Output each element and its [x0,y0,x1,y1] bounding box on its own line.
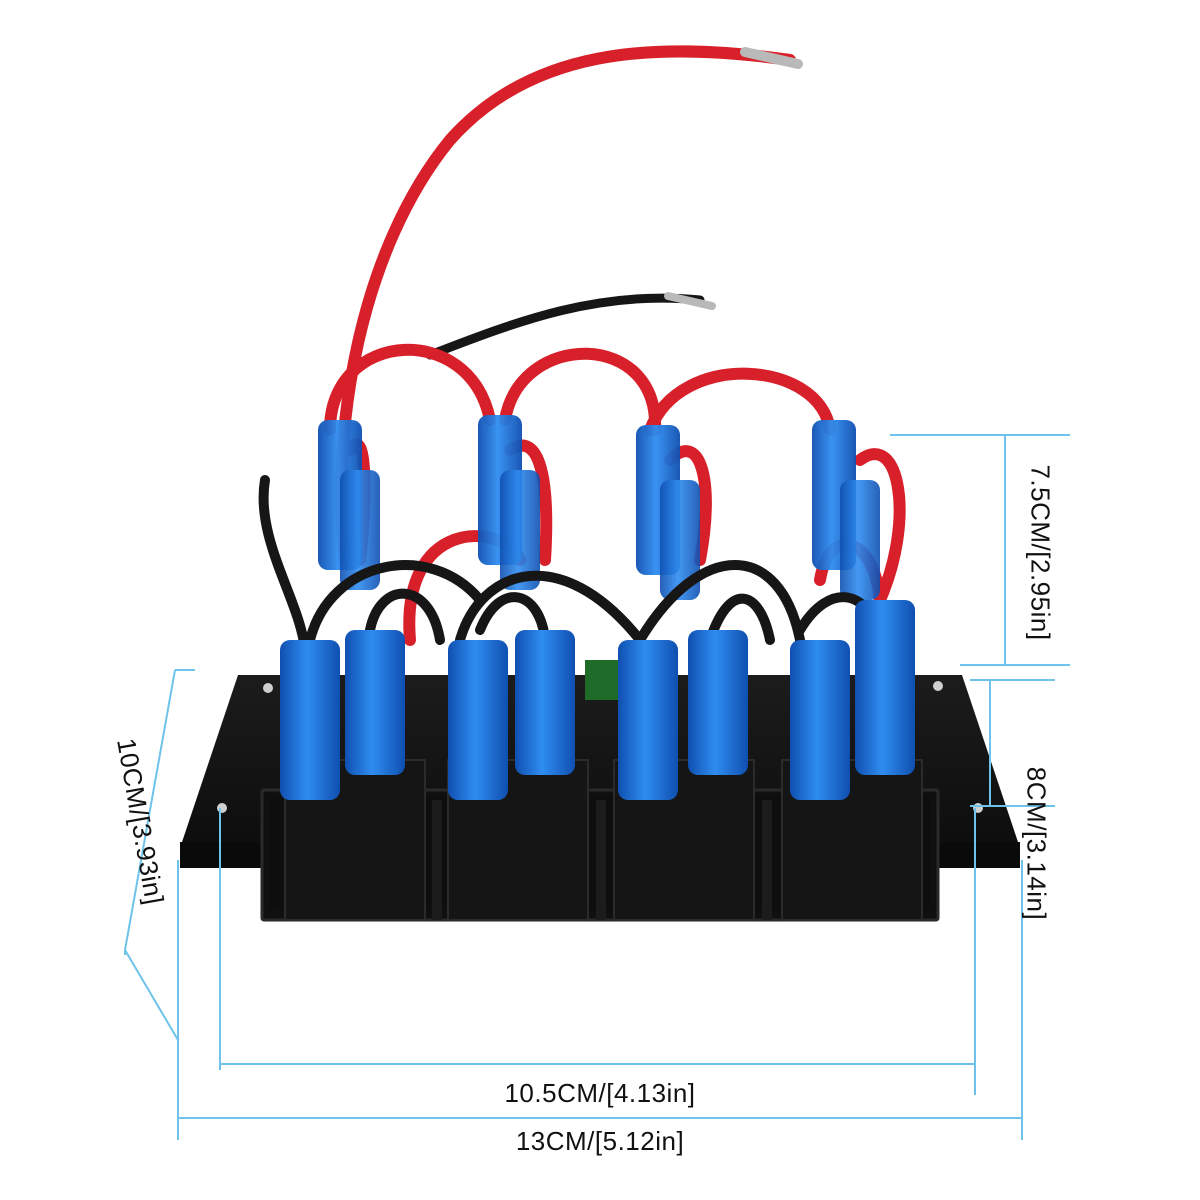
switch-depth-label: 7.5CM/[2.95in] [1025,464,1056,641]
long-black-wire [425,293,705,360]
dimension-lines [124,434,1070,1140]
red-wire-tip [740,47,803,69]
front-terminals [280,600,915,800]
plate-inner-width-label: 10.5CM/[4.13in] [504,1078,696,1108]
inner-height-label: 8CM/[3.14in] [1021,766,1052,921]
main-wires [335,45,803,566]
upper-terminals [318,415,880,600]
black-wire-tip [664,292,716,310]
plate-outer-width-label: 13CM/[5.12in] [515,1126,685,1156]
